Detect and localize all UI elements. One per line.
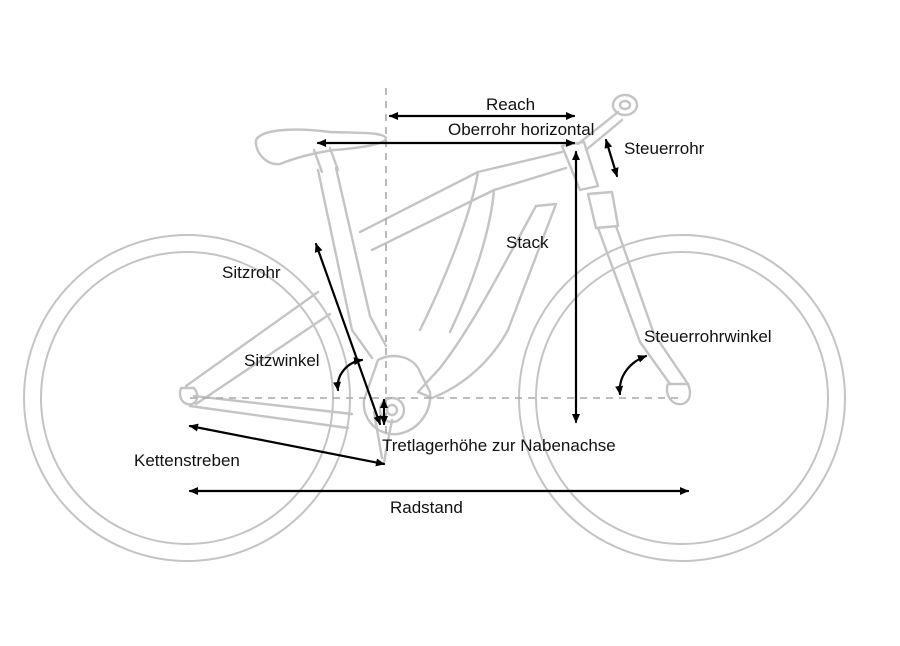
- handlebar: [611, 93, 639, 117]
- seat-angle-arrow: [333, 357, 364, 392]
- seat-tube: [316, 166, 388, 360]
- stem: [576, 110, 624, 152]
- rear-dropout: [178, 386, 199, 406]
- head-tube: [560, 140, 600, 192]
- label-steuerrohr: Steuerrohr: [624, 139, 705, 158]
- down-tube: [418, 170, 496, 334]
- chainstay-arrow: [188, 423, 386, 467]
- seat-stays: [184, 290, 332, 406]
- fork: [586, 190, 690, 386]
- head-angle-arrow: [615, 354, 648, 396]
- label-steuerrohrwinkel: Steuerrohrwinkel: [644, 327, 772, 346]
- label-sitzwinkel: Sitzwinkel: [244, 351, 320, 370]
- label-reach: Reach: [486, 95, 535, 114]
- motor: [362, 354, 432, 436]
- front-dropout: [665, 382, 692, 406]
- label-stack: Stack: [506, 233, 549, 252]
- battery-housing: [416, 202, 558, 400]
- label-kettenstreben: Kettenstreben: [134, 451, 240, 470]
- chain-stays: [188, 394, 354, 430]
- label-oberrohr-horizontal: Oberrohr horizontal: [448, 120, 594, 139]
- labels: Reach Oberrohr horizontal Steuerrohr Sta…: [134, 95, 772, 517]
- saddle: [254, 128, 388, 166]
- head-tube-arrow: [604, 138, 619, 178]
- dimension-arrows: [188, 112, 690, 495]
- label-radstand: Radstand: [390, 498, 463, 517]
- label-sitzrohr: Sitzrohr: [222, 263, 281, 282]
- label-tretlagerhoehe: Tretlagerhöhe zur Nabenachse: [382, 436, 616, 455]
- rear-wheel: [23, 234, 351, 562]
- seat-tube-arrow: [314, 242, 382, 426]
